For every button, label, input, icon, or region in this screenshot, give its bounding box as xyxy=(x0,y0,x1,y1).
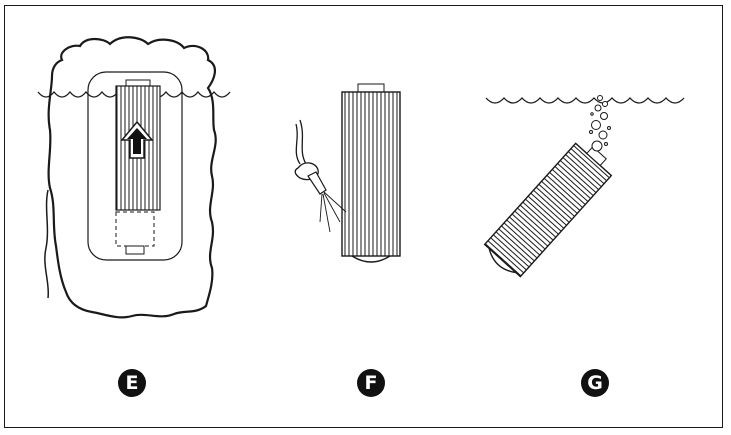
panel-f-illustration xyxy=(294,83,401,263)
cartridge-handle-g xyxy=(488,248,516,274)
filter-cartridge-f xyxy=(341,91,401,257)
air-bubbles-icon xyxy=(589,95,611,152)
hose-nozzle-icon xyxy=(294,119,347,233)
soak-tub-outline xyxy=(47,36,217,319)
filter-cartridge-g xyxy=(483,142,613,278)
step-badge-g: G xyxy=(581,369,609,397)
cartridge-bottom-cap-e xyxy=(125,245,145,255)
water-surface-g xyxy=(485,97,685,104)
cartridge-handle-f xyxy=(351,255,391,263)
tub-edge-detail xyxy=(44,189,50,299)
cartridge-cap-f xyxy=(357,83,385,93)
soak-container xyxy=(87,71,183,261)
cartridge-cap-e xyxy=(125,79,151,87)
panel-e-illustration xyxy=(37,36,231,319)
cartridge-cap-g xyxy=(586,146,607,167)
step-badge-f: F xyxy=(357,369,385,397)
step-badge-e: E xyxy=(118,369,146,397)
up-arrow-icon xyxy=(120,120,154,159)
panel-g-illustration xyxy=(483,95,685,278)
filter-lowered-outline xyxy=(115,211,155,247)
